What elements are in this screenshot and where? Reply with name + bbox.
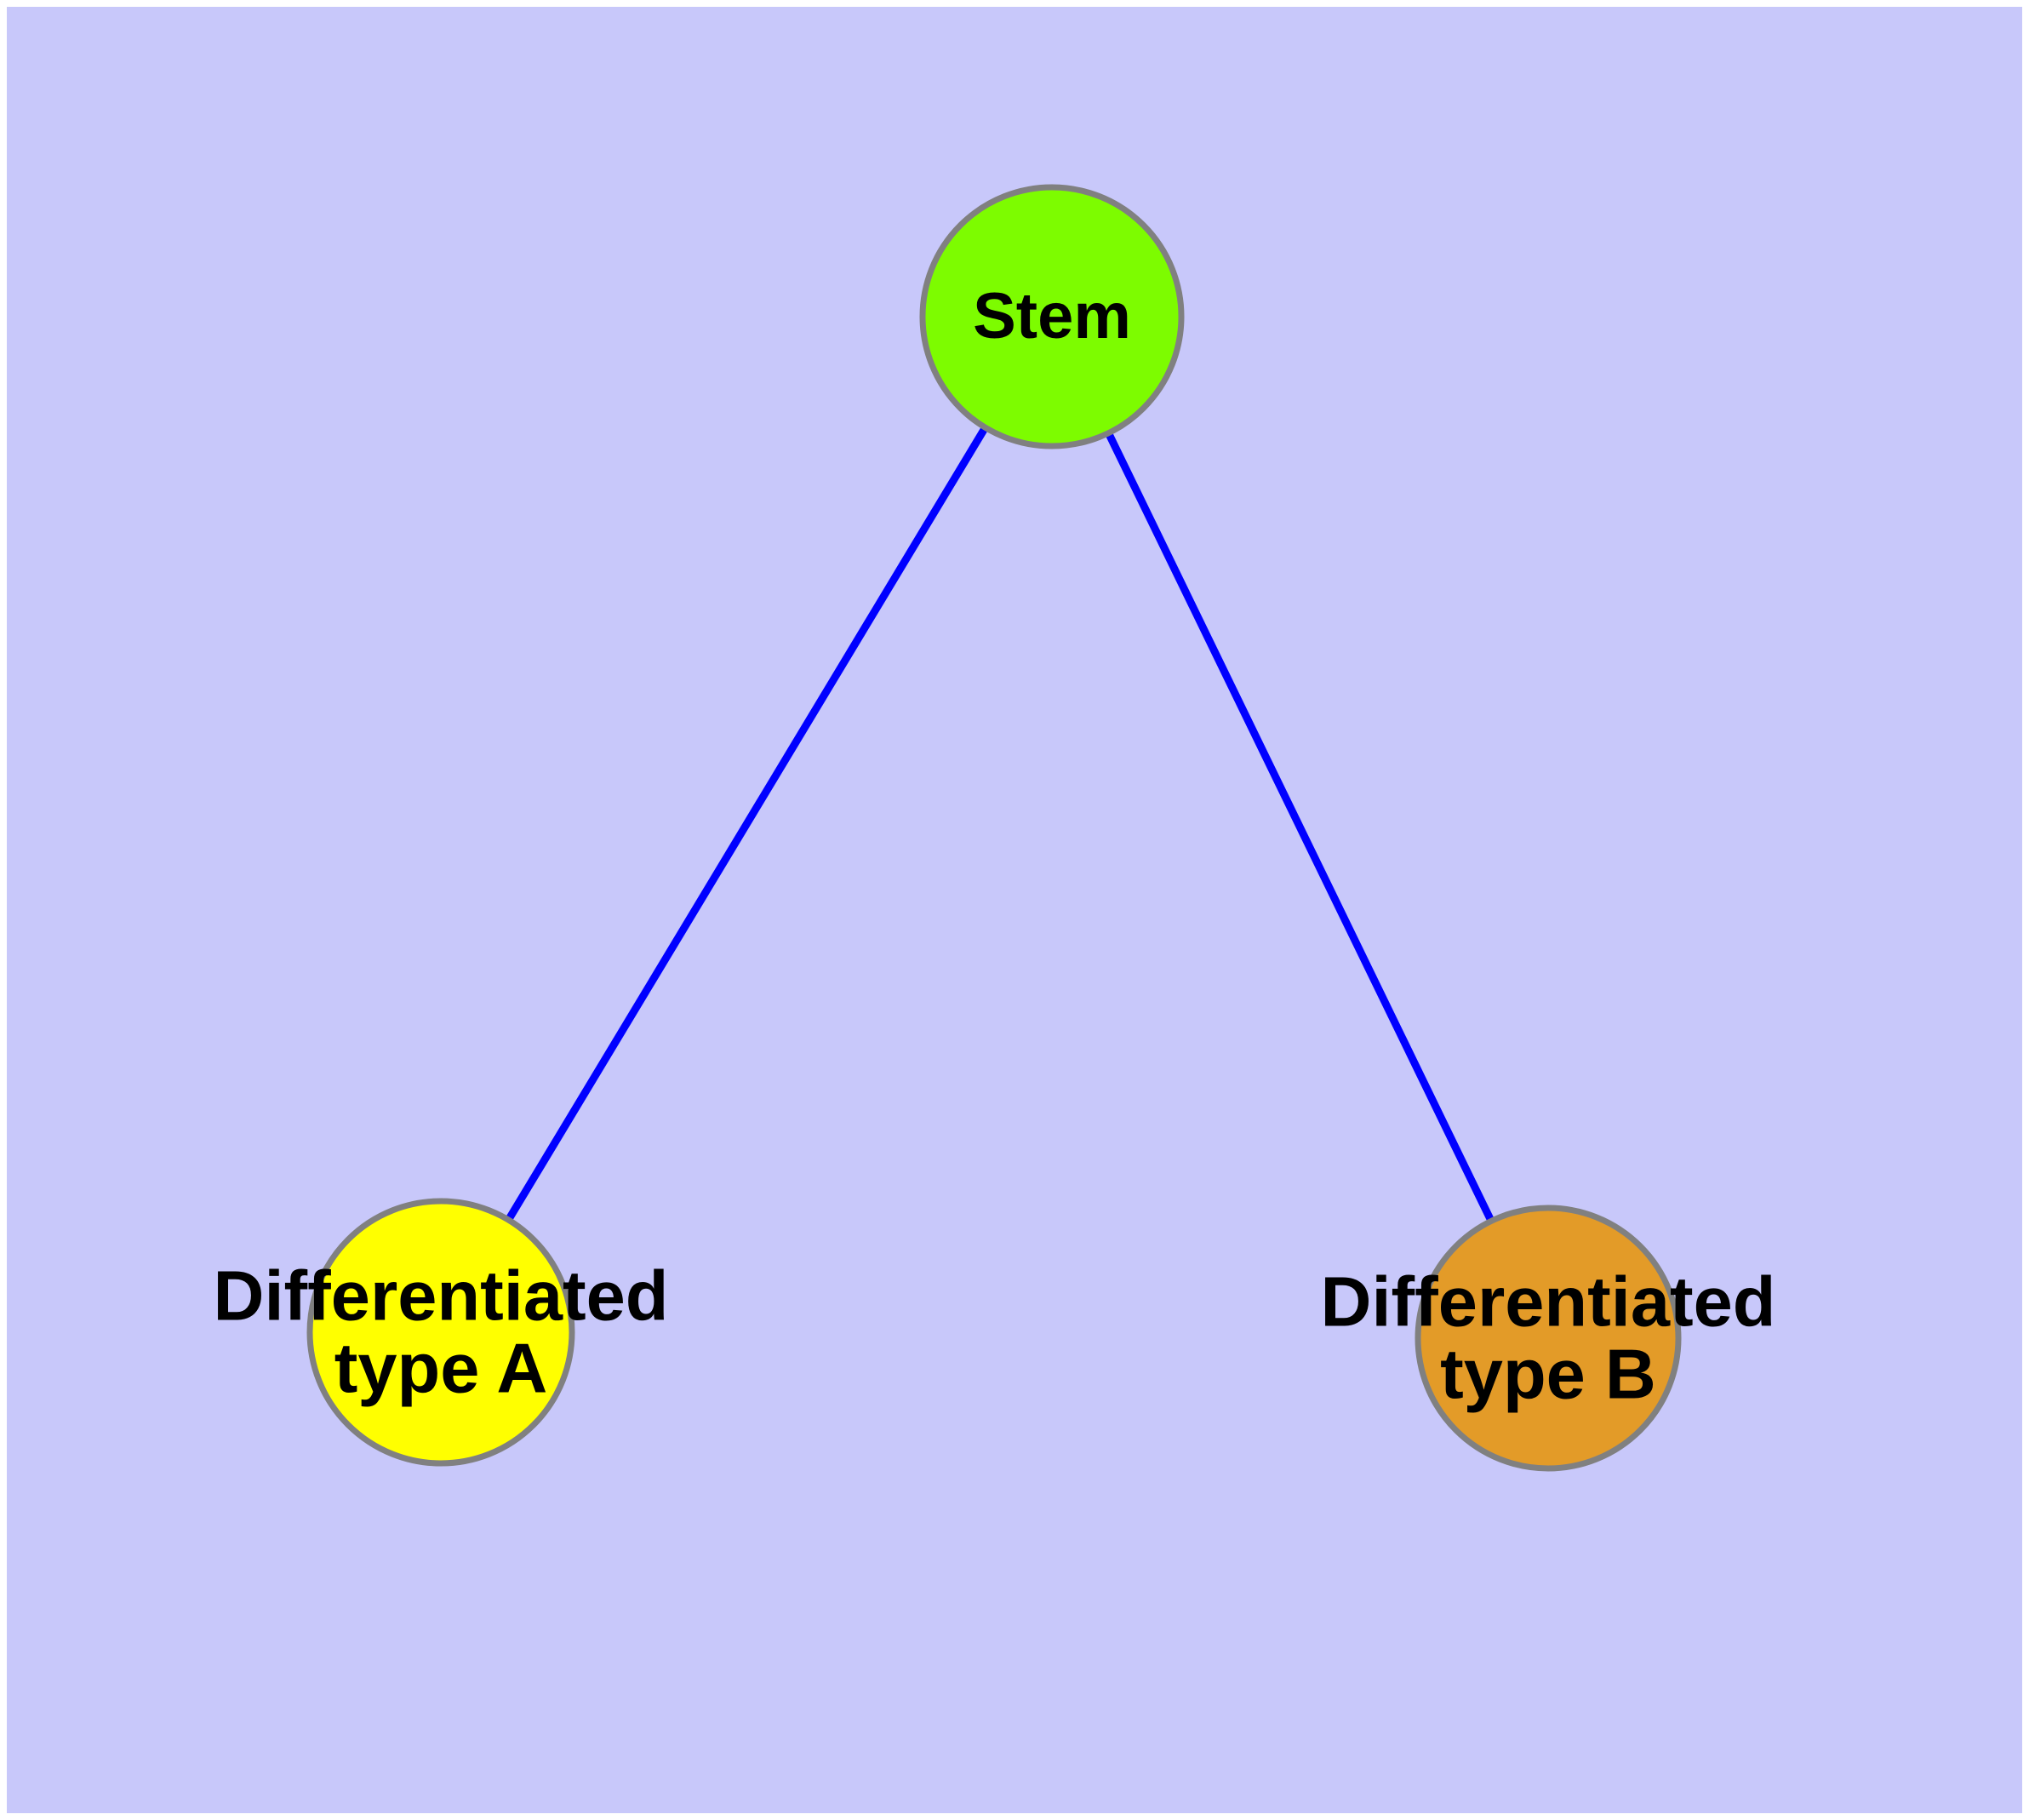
node-differentiated-type-b[interactable]	[1415, 1205, 1682, 1472]
edge-layer	[506, 426, 1495, 1222]
node-stem[interactable]	[919, 184, 1185, 449]
edge-stem-to-differentiated-type-a[interactable]	[506, 426, 988, 1221]
node-layer	[306, 184, 1682, 1472]
graph-plot-area: Stem Differentiated type A Differentiate…	[7, 7, 2022, 1813]
edge-stem-to-differentiated-type-b[interactable]	[1106, 432, 1495, 1222]
graph-svg	[306, 184, 1682, 1472]
node-differentiated-type-a[interactable]	[306, 1198, 575, 1467]
